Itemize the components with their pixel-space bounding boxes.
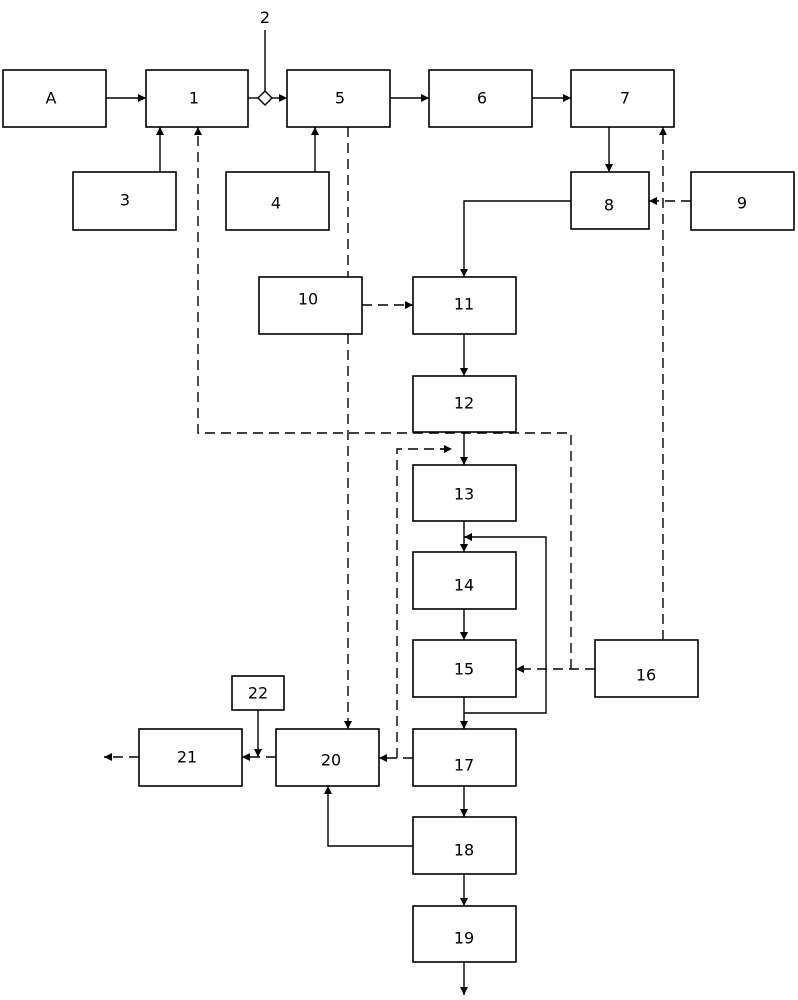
block-a: A: [2, 69, 107, 128]
block-6: 6: [428, 69, 533, 128]
block-13-label: 13: [454, 485, 474, 504]
block-8-label: 8: [604, 196, 614, 215]
block-15: 15: [412, 639, 517, 698]
block-1: 1: [145, 69, 249, 128]
valve-label: 2: [260, 8, 270, 27]
block-14-label: 14: [454, 576, 474, 595]
block-5-label: 5: [335, 89, 345, 108]
block-4: 4: [225, 171, 330, 231]
block-7: 7: [570, 69, 675, 128]
block-11-label: 11: [454, 295, 474, 314]
block-11: 11: [412, 276, 517, 335]
block-1-label: 1: [189, 89, 199, 108]
block-9-label: 9: [737, 194, 747, 213]
block-19-label: 19: [454, 929, 474, 948]
block-22-label: 22: [248, 684, 268, 703]
block-20-label: 20: [321, 751, 341, 770]
valve-icon: [257, 90, 273, 106]
block-10-label: 10: [298, 290, 318, 309]
solid-connectors: [106, 30, 613, 995]
block-10: 10: [258, 276, 363, 335]
recycle-15-to-14: [464, 536, 547, 714]
block-21-label: 21: [177, 748, 197, 767]
block-21: 21: [138, 728, 243, 787]
block-16: 16: [594, 639, 699, 698]
block-9: 9: [690, 171, 795, 231]
block-20: 20: [275, 728, 380, 787]
block-18: 18: [412, 816, 517, 875]
block-8: 8: [570, 171, 650, 230]
block-3: 3: [72, 171, 177, 231]
valve: 2: [257, 8, 273, 106]
block-18-label: 18: [454, 841, 474, 860]
block-17-label: 17: [454, 756, 474, 775]
dash-loop-to-1: [194, 127, 572, 669]
dash-20-to-13: [396, 448, 452, 758]
dashed-connectors: [104, 127, 691, 762]
block-12-label: 12: [454, 394, 474, 413]
block-13: 13: [412, 464, 517, 522]
block-a-label: A: [46, 89, 57, 108]
block-12: 12: [412, 375, 517, 433]
block-15-label: 15: [454, 660, 474, 679]
flow-18-to-20: [324, 786, 413, 847]
flow-8-to-11: [460, 200, 571, 277]
block-19: 19: [412, 905, 517, 963]
block-3-label: 3: [120, 191, 130, 210]
block-17: 17: [412, 728, 517, 787]
block-5: 5: [286, 69, 391, 128]
block-7-label: 7: [620, 89, 630, 108]
block-22: 22: [231, 675, 285, 711]
block-14: 14: [412, 551, 517, 610]
block-6-label: 6: [477, 89, 487, 108]
block-16-label: 16: [636, 666, 656, 685]
block-4-label: 4: [271, 194, 281, 213]
